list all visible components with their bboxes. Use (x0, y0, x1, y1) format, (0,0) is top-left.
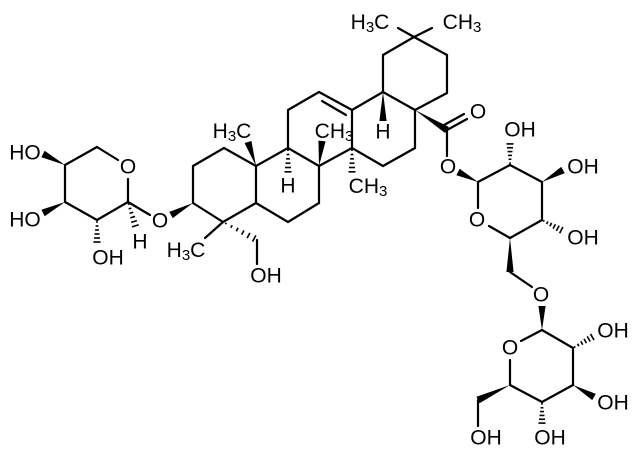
single-bond (508, 218, 544, 240)
wedge-bond (573, 385, 596, 401)
single-bond (413, 91, 449, 112)
glucose1-hydroxyl-3-label: OH (567, 156, 599, 179)
single-bond (317, 90, 354, 112)
single-bond (221, 201, 258, 224)
c20-methyl-b-label: CH3 (443, 11, 482, 36)
hashed-bond (284, 149, 292, 173)
c18-h-label: H (375, 121, 390, 144)
wedge-bond (506, 238, 514, 272)
c23-hydroxyl-label: OH (250, 265, 282, 288)
hashed-bond (348, 149, 356, 173)
wedge-bond (41, 202, 65, 217)
wedge-bond (244, 140, 256, 166)
xylose-hydroxyl-3-label: HO (9, 209, 41, 232)
atom-labels: HO HO OH O H O H3C OH H3C H CH3 CH3 H H3… (9, 11, 629, 450)
single-bond (191, 201, 225, 224)
single-bond (63, 200, 99, 222)
c8-methyl-label: CH3 (315, 120, 354, 145)
glucose2-ring-oxygen-label: O (502, 337, 518, 360)
wedge-bond (169, 203, 193, 219)
single-bond (254, 201, 290, 224)
single-bond (540, 328, 575, 350)
hashed-bond (93, 221, 101, 243)
single-bond (317, 146, 354, 168)
hashed-bond (127, 203, 139, 228)
xylose-hydroxyl-2-label: OH (92, 247, 124, 270)
wedge-bond (476, 385, 510, 404)
wedge-bond (456, 168, 478, 182)
single-bond (286, 201, 321, 224)
bonds (41, 26, 596, 428)
single-bond (254, 146, 290, 168)
glucose2-hydroxyl-4-label: OH (534, 427, 566, 450)
wedge-bond (538, 306, 546, 330)
linking-oxygen-label: O (533, 284, 549, 307)
glucose2-hydroxyl-6-label: OH (470, 427, 502, 450)
single-bond (350, 146, 385, 168)
single-bond (540, 383, 575, 404)
glucose1-hydroxyl-2-label: OH (504, 119, 536, 142)
single-bond (519, 328, 544, 343)
wedge-bond (379, 92, 387, 121)
single-bond (381, 146, 417, 168)
single-bond (126, 200, 152, 217)
wedge-bond (415, 110, 449, 134)
glucose1-hydroxyl-4-label: OH (567, 227, 599, 250)
single-bond (203, 220, 225, 240)
wedge-bond (542, 166, 565, 182)
glucose1-ring-oxygen-label: O (469, 209, 485, 232)
single-bond (412, 35, 449, 57)
single-bond (350, 90, 385, 112)
c9-h-label: H (280, 175, 295, 198)
single-bond (508, 383, 544, 404)
carbonyl-oxygen-label: O (470, 101, 486, 124)
single-bond (442, 112, 466, 127)
wedge-bond (41, 150, 65, 165)
single-bond (63, 145, 99, 167)
single-bond (95, 145, 120, 162)
c4-methyl-label: H3C (167, 239, 206, 264)
single-bond (476, 163, 512, 184)
c14-methyl-label: CH3 (349, 175, 388, 200)
hashed-bond (224, 222, 257, 242)
xylose-ring-oxygen-label: O (120, 156, 136, 179)
single-bond (320, 99, 348, 117)
single-bond (286, 90, 321, 112)
single-bond (95, 200, 130, 222)
c10-methyl-label: H3C (213, 120, 252, 145)
single-bond (487, 224, 512, 240)
c20-methyl-a-label: H3C (351, 11, 390, 36)
xylose-hydroxyl-4-label: HO (9, 142, 41, 165)
ester-oxygen-label: O (440, 156, 456, 179)
glucose2-hydroxyl-2-label: OH (597, 320, 629, 343)
hashed-bond (573, 333, 595, 349)
hashed-bond (542, 219, 564, 234)
glycosidic-oxygen-label: O (152, 210, 168, 233)
single-bond (412, 26, 434, 39)
single-bond (222, 146, 258, 168)
hashed-bond (538, 403, 546, 424)
single-bond (396, 26, 416, 39)
single-bond (445, 117, 469, 132)
glucose2-hydroxyl-3-label: OH (597, 392, 629, 415)
xylose-anomeric-h-label: H (132, 231, 147, 254)
single-bond (508, 163, 544, 184)
single-bond (286, 146, 321, 168)
wedge-bond (318, 140, 326, 166)
hashed-bond (506, 143, 514, 164)
single-bond (508, 270, 534, 289)
single-bond (381, 90, 417, 112)
single-bond (381, 35, 416, 57)
single-bond (191, 146, 226, 168)
